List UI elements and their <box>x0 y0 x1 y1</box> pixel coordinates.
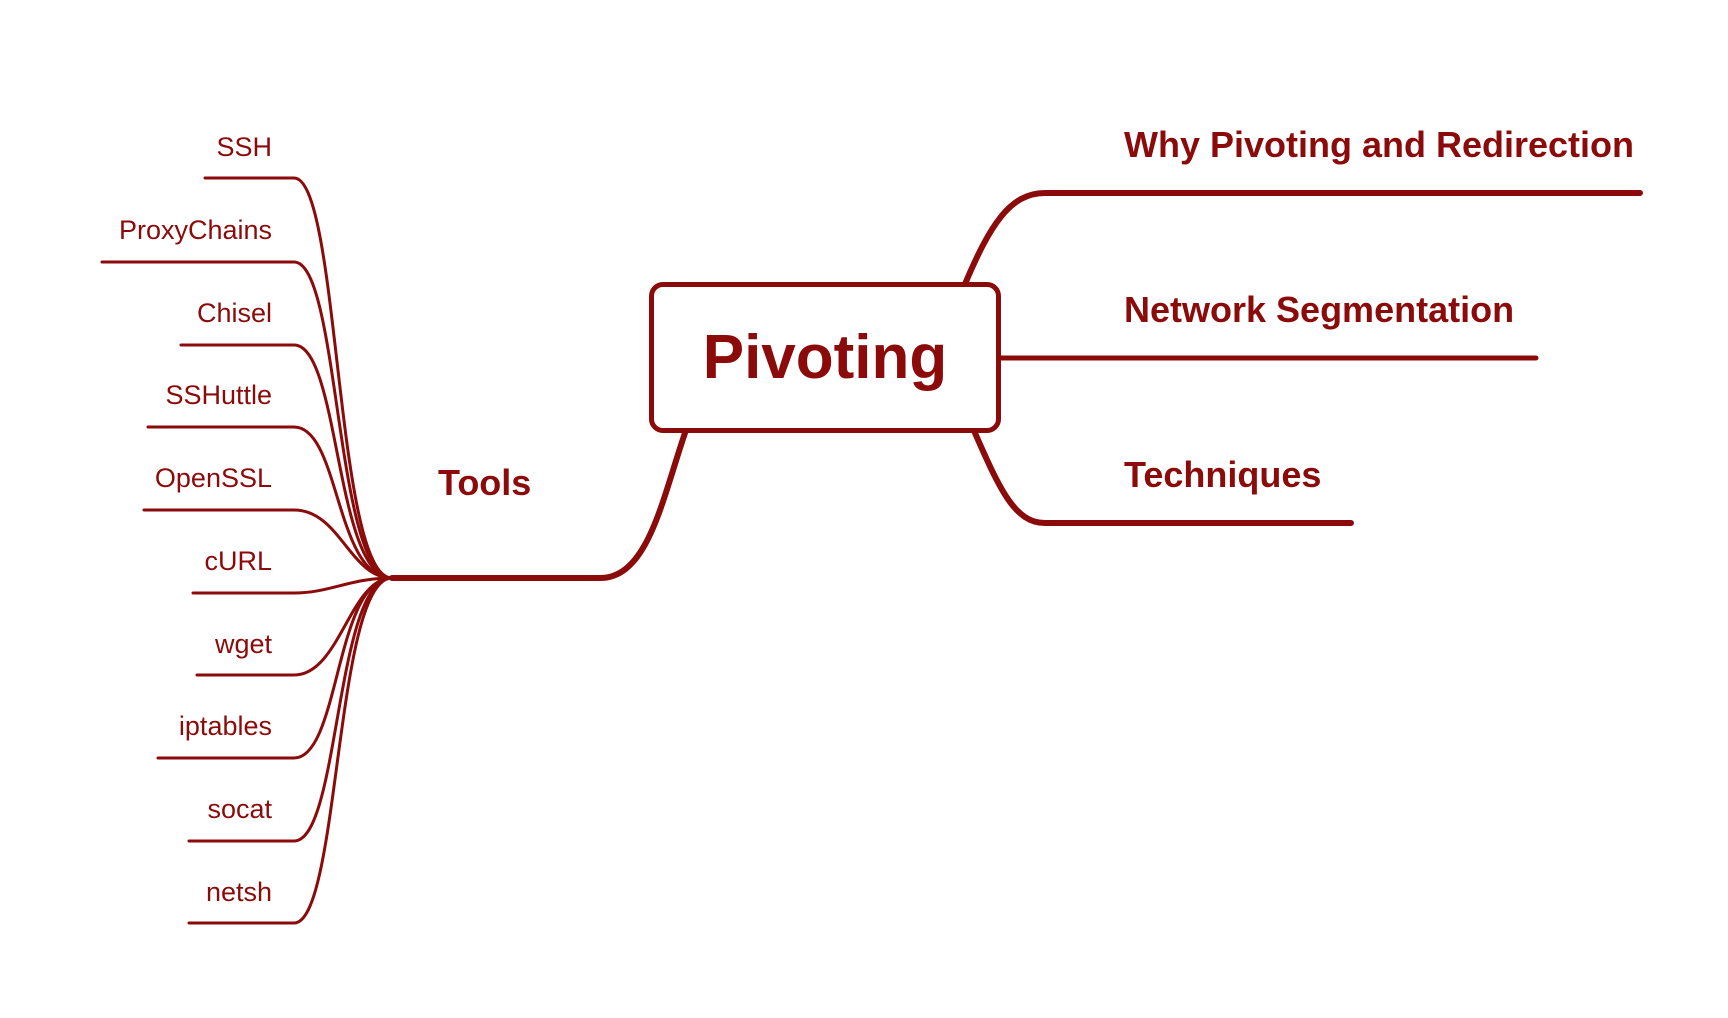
connector-curl <box>191 576 394 595</box>
connector-sshuttle <box>146 425 394 580</box>
center-node[interactable]: Pivoting <box>649 282 1001 433</box>
connector-socat <box>187 576 394 843</box>
connector-netsh <box>187 576 394 925</box>
connector-ssh <box>203 176 394 580</box>
connector-chisel <box>179 343 394 580</box>
tool-netsh[interactable]: netsh <box>205 877 272 907</box>
connector-tools <box>389 430 688 581</box>
tool-ssh[interactable]: SSH <box>216 132 272 162</box>
tool-curl[interactable]: cURL <box>204 546 272 576</box>
branch-why-pivoting[interactable]: Why Pivoting and Redirection <box>1124 124 1635 165</box>
branch-techniques[interactable]: Techniques <box>1124 454 1322 495</box>
tool-proxychains[interactable]: ProxyChains <box>118 215 272 245</box>
connector-iptables <box>156 576 394 760</box>
tool-iptables[interactable]: iptables <box>178 711 272 741</box>
connector-proxychains <box>100 260 394 580</box>
tool-chisel[interactable]: Chisel <box>196 298 272 328</box>
branch-network-segmentation[interactable]: Network Segmentation <box>1124 289 1515 330</box>
center-node-label: Pivoting <box>702 322 948 392</box>
branch-tools[interactable]: Tools <box>438 462 532 503</box>
tool-sshuttle[interactable]: SSHuttle <box>165 380 272 410</box>
tool-openssl[interactable]: OpenSSL <box>154 463 272 493</box>
tool-socat[interactable]: socat <box>207 794 272 824</box>
tool-wget[interactable]: wget <box>214 629 272 659</box>
connector-techniques <box>972 430 1354 526</box>
connector-why <box>962 190 1643 287</box>
connector-openssl <box>142 508 394 580</box>
